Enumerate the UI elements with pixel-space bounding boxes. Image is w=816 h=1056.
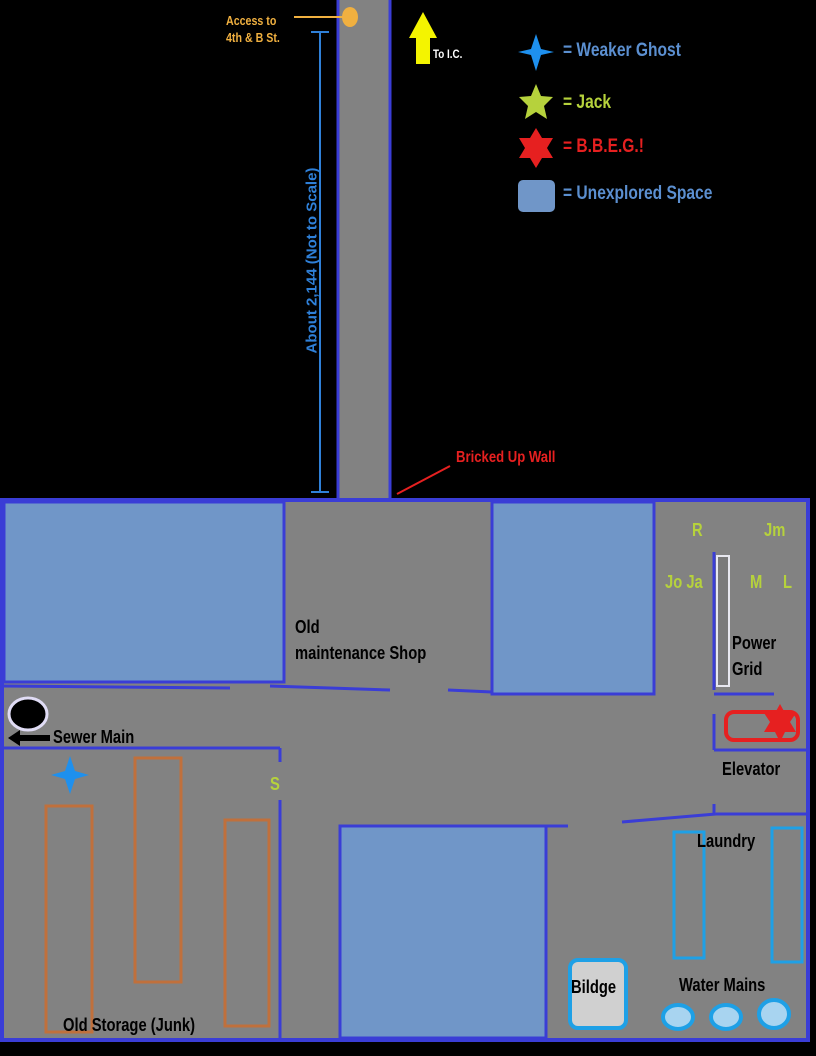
to-ic-label: To I.C. (433, 47, 463, 61)
unexplored-room-nw (2, 500, 286, 684)
power-grid-panel (716, 555, 730, 687)
marker-jm: Jm (764, 520, 786, 540)
laundry-machines (672, 826, 804, 964)
unexplored-swatch (518, 180, 555, 212)
unexplored-room-n (490, 500, 656, 696)
bbeg-marker (764, 704, 796, 742)
power-grid-label: Power Grid (732, 633, 777, 679)
blue-star-icon (518, 34, 554, 71)
legend-bbeg: = B.B.E.G.! (563, 136, 644, 157)
legend-weaker-ghost: = Weaker Ghost (563, 40, 681, 61)
bildge-tank (568, 958, 628, 1030)
elevator-label: Elevator (722, 759, 781, 779)
sewer-arrow-icon (8, 730, 50, 746)
marker-s: S (270, 774, 280, 794)
junk-shelves (44, 756, 271, 1034)
sewer-pipe-icon (7, 696, 49, 732)
access-marker-icon (342, 7, 358, 27)
bildge-label: Bildge (571, 977, 617, 997)
north-arrow-icon (409, 12, 437, 64)
distance-label: About 2,144 (Not to Scale) (303, 167, 321, 354)
unexplored-room-s (338, 824, 548, 1040)
green-star-icon (519, 84, 553, 119)
north-corridor (338, 0, 390, 500)
old-storage-label: Old Storage (Junk) (63, 1015, 196, 1035)
legend-jack: = Jack (563, 92, 612, 113)
legend-unexplored: = Unexplored Space (563, 183, 713, 204)
maintenance-shop-label: Old maintenance Shop (295, 617, 427, 663)
access-label: Access to 4th & B St. (226, 13, 280, 45)
marker-m: M (750, 572, 763, 592)
red-star-icon (519, 128, 553, 168)
marker-l: L (783, 572, 793, 592)
weaker-ghost-marker (51, 756, 89, 794)
marker-jo-ja: Jo Ja (665, 572, 703, 592)
water-mains-label: Water Mains (679, 975, 766, 995)
water-mains (661, 998, 791, 1031)
laundry-label: Laundry (697, 831, 756, 851)
marker-r: R (692, 520, 703, 540)
elevator-car (724, 710, 800, 742)
interior-walls (3, 502, 806, 1038)
bricked-wall-label: Bricked Up Wall (456, 449, 556, 466)
distance-bracket (311, 31, 329, 493)
sewer-main-label: Sewer Main (53, 727, 135, 747)
